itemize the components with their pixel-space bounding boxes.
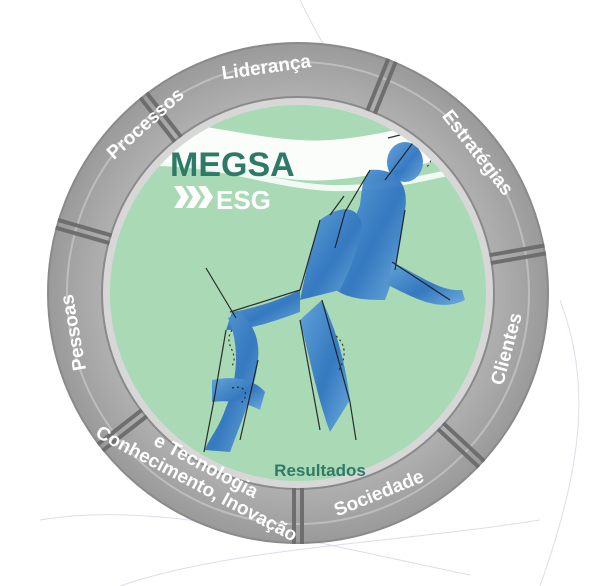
segment-divider: [490, 251, 547, 266]
segment-divider: [436, 427, 481, 469]
segment-divider: [145, 91, 183, 139]
segment-divider: [55, 225, 111, 246]
segment-divider: [57, 218, 113, 238]
segment-dividers: [55, 58, 547, 544]
segment-divider: [101, 414, 149, 453]
segment-divider: [488, 243, 545, 258]
segment-divider: [365, 58, 391, 112]
brand-title: MEGSA: [170, 146, 295, 184]
segment-divider: [372, 61, 398, 115]
chevrons-icon: [174, 186, 213, 208]
segment-divider: [138, 96, 177, 144]
dancing-figure-illustration: [203, 119, 465, 453]
center-label-resultados: Resultados: [274, 461, 366, 480]
segment-divider: [96, 408, 144, 446]
segment-divider: [441, 421, 486, 463]
brand-subtitle: ESG: [216, 185, 271, 215]
megsa-esg-logo: MEGSA ESG: [170, 146, 295, 215]
